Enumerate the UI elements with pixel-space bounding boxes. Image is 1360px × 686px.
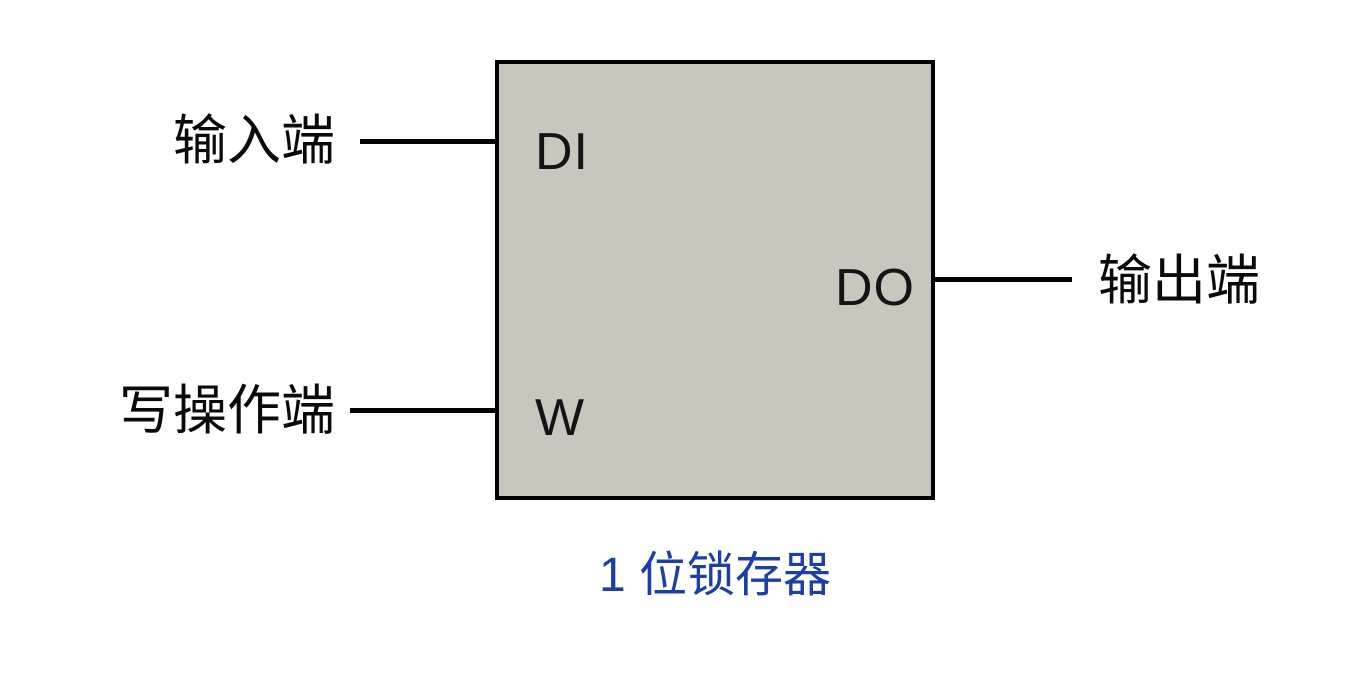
latch-box: DI DO W (495, 60, 935, 500)
write-wire (350, 408, 495, 413)
pin-label-di: DI (535, 123, 589, 181)
output-terminal-label: 输出端 (1098, 251, 1260, 311)
pin-label-w: W (535, 389, 586, 447)
pin-label-do: DO (835, 259, 915, 317)
diagram-caption: 1 位锁存器 (598, 549, 832, 602)
input-terminal-label: 输入端 (173, 111, 335, 171)
write-terminal-label: 写操作端 (119, 381, 335, 441)
input-wire (360, 139, 495, 144)
output-wire (935, 277, 1072, 282)
